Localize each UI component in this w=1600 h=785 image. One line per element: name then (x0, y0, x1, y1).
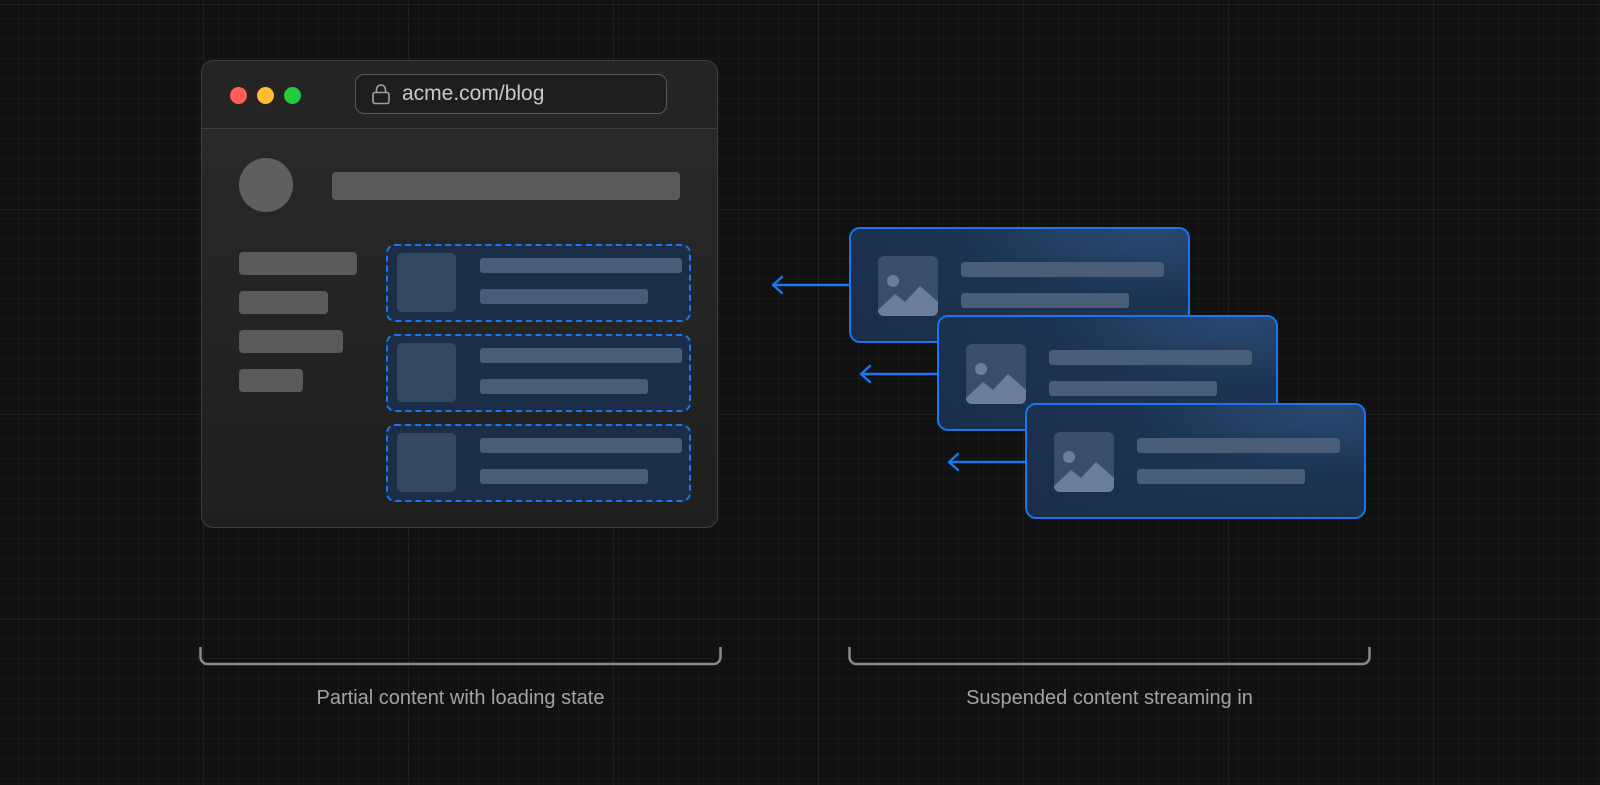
browser-window: acme.com/blog (201, 60, 718, 528)
card-line-skeleton (1137, 438, 1340, 453)
slot-line-skeleton (480, 379, 648, 394)
loading-slot (386, 334, 691, 412)
card-line-skeleton (1137, 469, 1305, 484)
left-bracket (199, 647, 722, 666)
slot-thumbnail-skeleton (397, 343, 456, 402)
streamed-card (849, 227, 1190, 343)
card-line-skeleton (1049, 381, 1217, 396)
nav-skeleton-2 (239, 291, 328, 314)
address-bar[interactable]: acme.com/blog (355, 74, 667, 114)
slot-thumbnail-skeleton (397, 253, 456, 312)
right-caption: Suspended content streaming in (966, 687, 1253, 709)
streamed-card (1025, 403, 1366, 519)
nav-skeleton-3 (239, 330, 343, 353)
nav-skeleton-1 (239, 252, 357, 275)
image-icon (1054, 432, 1114, 492)
image-icon (878, 256, 938, 316)
image-icon (966, 344, 1026, 404)
card-line-skeleton (1049, 350, 1252, 365)
browser-titlebar: acme.com/blog (202, 61, 717, 129)
left-caption: Partial content with loading state (316, 687, 605, 709)
lock-icon (372, 84, 390, 105)
page-title-skeleton (332, 172, 680, 200)
slot-line-skeleton (480, 469, 648, 484)
right-bracket (848, 647, 1371, 666)
card-line-skeleton (961, 262, 1164, 277)
maximize-window-dot[interactable] (284, 87, 301, 104)
card-line-skeleton (961, 293, 1129, 308)
minimize-window-dot[interactable] (257, 87, 274, 104)
slot-line-skeleton (480, 258, 682, 273)
arrow-left-icon (947, 452, 1034, 472)
slot-thumbnail-skeleton (397, 433, 456, 492)
loading-slot (386, 424, 691, 502)
url-text: acme.com/blog (402, 82, 545, 105)
arrow-left-icon (771, 275, 858, 295)
arrow-left-icon (859, 364, 946, 384)
slot-line-skeleton (480, 289, 648, 304)
loading-slot (386, 244, 691, 322)
slot-line-skeleton (480, 438, 682, 453)
slot-line-skeleton (480, 348, 682, 363)
nav-skeleton-4 (239, 369, 303, 392)
avatar-skeleton (239, 158, 293, 212)
close-window-dot[interactable] (230, 87, 247, 104)
